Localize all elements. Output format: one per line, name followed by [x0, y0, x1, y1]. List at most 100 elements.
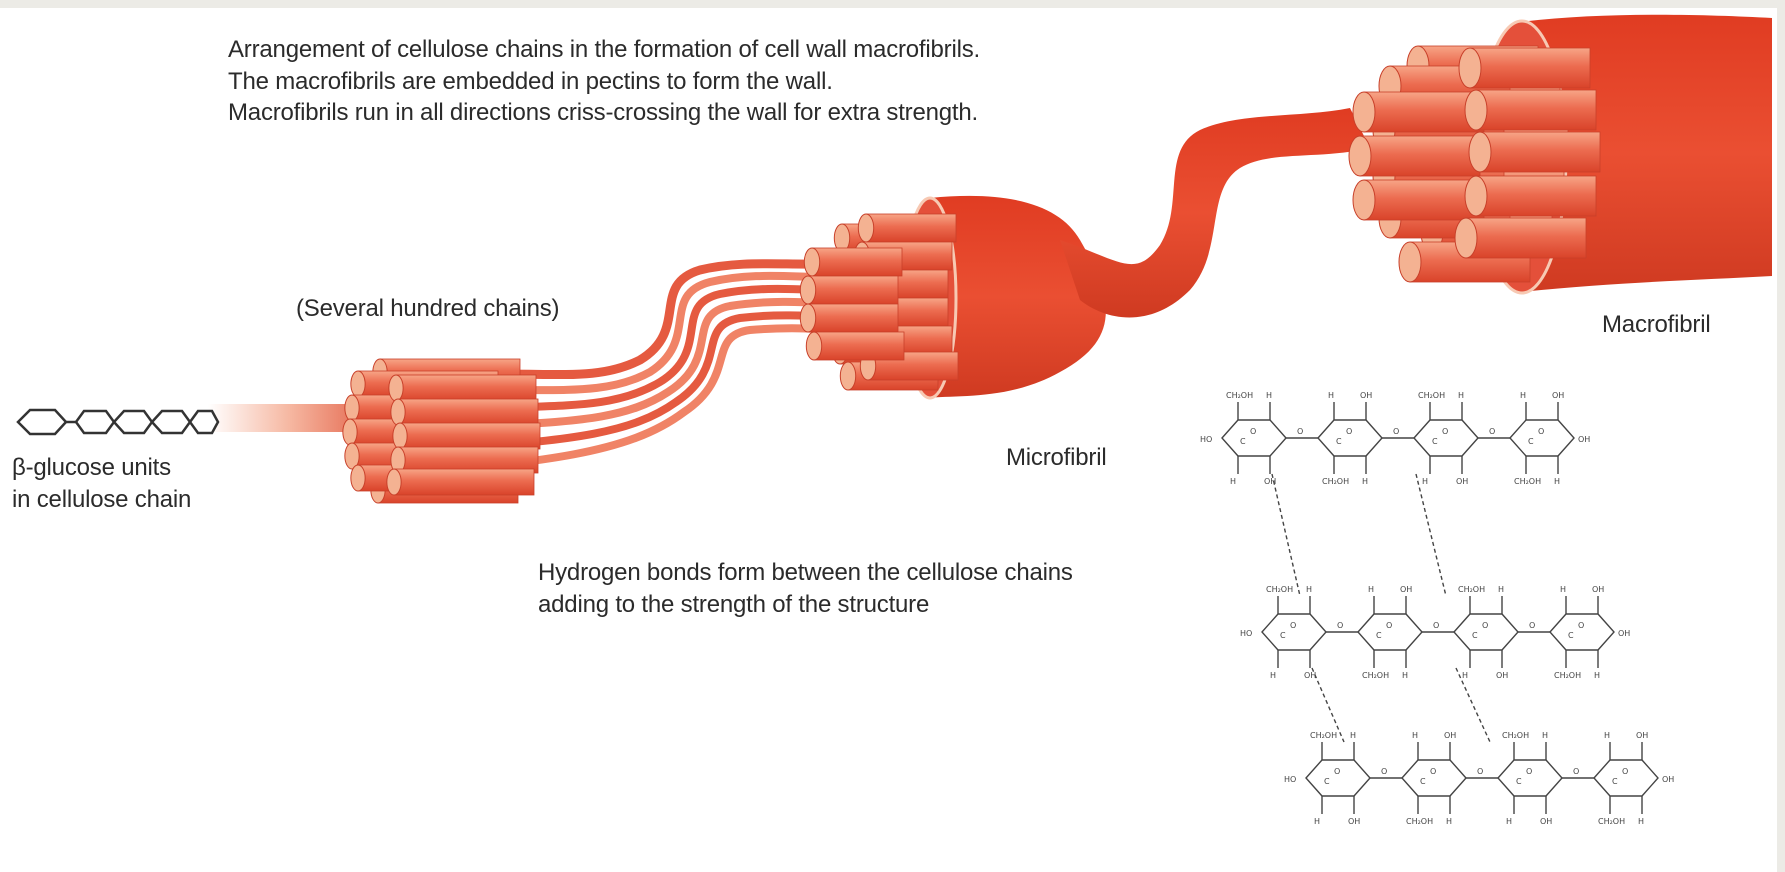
chem-atom-label: H [1422, 477, 1428, 486]
chem-atom-label: H [1402, 671, 1408, 680]
glucose-ring [1454, 614, 1518, 650]
chem-atom-label: O [1290, 621, 1296, 630]
microfibril-rods [800, 214, 958, 390]
chem-atom-label: CH₂OH [1362, 671, 1389, 680]
glucose-ring [1510, 420, 1574, 456]
chem-atom-label: OH [1578, 435, 1590, 444]
chem-atom-label: C [1240, 437, 1246, 446]
chem-atom-label: CH₂OH [1514, 477, 1541, 486]
chem-atom-label: O [1477, 767, 1483, 776]
chem-atom-label: OH [1552, 391, 1564, 400]
chem-atom-label: O [1334, 767, 1340, 776]
chem-atom-label: C [1336, 437, 1342, 446]
chem-atom-label: C [1432, 437, 1438, 446]
macrofibril-label: Macrofibril [1602, 309, 1710, 341]
chem-atom-label: O [1578, 621, 1584, 630]
chem-atom-label: OH [1348, 817, 1360, 826]
macrofibril-rod [1349, 136, 1480, 176]
chem-atom-label: C [1516, 777, 1522, 786]
chem-atom-label: C [1528, 437, 1534, 446]
chem-atom-label: HO [1284, 775, 1296, 784]
glucose-ring [1414, 420, 1478, 456]
microfibril-label: Microfibril [1006, 442, 1106, 474]
chem-atom-label: H [1266, 391, 1272, 400]
glucose-ring [1318, 420, 1382, 456]
chem-atom-label: OH [1444, 731, 1456, 740]
chem-atom-label: OH [1662, 775, 1674, 784]
chem-atom-label: O [1297, 427, 1303, 436]
chem-atom-label: O [1250, 427, 1256, 436]
chem-atom-label: H [1554, 477, 1560, 486]
macrofibril-rod [1465, 176, 1596, 216]
microfibril-strand [1060, 108, 1370, 318]
hydrogen-bond-line-2: adding to the strength of the structure [538, 589, 1073, 621]
glucose-label-line-1: β-glucose units [12, 452, 191, 484]
chem-atom-label: O [1622, 767, 1628, 776]
chem-atom-label: H [1458, 391, 1464, 400]
chem-atom-label: OH [1304, 671, 1316, 680]
chem-atom-label: O [1489, 427, 1495, 436]
glucose-ring [1402, 760, 1466, 796]
macrofibril-rods [1349, 46, 1600, 282]
chem-atom-label: C [1472, 631, 1478, 640]
chem-atom-label: C [1376, 631, 1382, 640]
chem-atom-label: CH₂OH [1310, 731, 1337, 740]
chem-atom-label: OH [1540, 817, 1552, 826]
glucose-ring [1306, 760, 1370, 796]
macrofibril-rod [1455, 218, 1586, 258]
glucose-ring [1358, 614, 1422, 650]
chem-atom-label: H [1368, 585, 1374, 594]
several-chains-label: (Several hundred chains) [296, 293, 559, 325]
chem-atom-label: O [1393, 427, 1399, 436]
chem-atom-label: CH₂OH [1322, 477, 1349, 486]
chem-atom-label: CH₂OH [1406, 817, 1433, 826]
chem-atom-label: H [1520, 391, 1526, 400]
chem-atom-label: H [1230, 477, 1236, 486]
chem-atom-label: OH [1618, 629, 1630, 638]
caption-text: Arrangement of cellulose chains in the f… [228, 34, 980, 129]
glucose-ring [1262, 614, 1326, 650]
caption-line-1: Arrangement of cellulose chains in the f… [228, 34, 980, 66]
chem-atom-label: H [1412, 731, 1418, 740]
macrofibril-rod [1469, 132, 1600, 172]
chain-rod [391, 399, 538, 425]
chem-atom-label: H [1270, 671, 1276, 680]
chem-atom-label: O [1433, 621, 1439, 630]
macrofibril-rod [1353, 92, 1484, 132]
chem-atom-label: O [1381, 767, 1387, 776]
chem-atom-label: O [1482, 621, 1488, 630]
chain-rod [389, 375, 536, 401]
chem-atom-label: O [1346, 427, 1352, 436]
glucose-ring [1550, 614, 1614, 650]
microfibril-rod [806, 332, 904, 360]
microfibril-rod [858, 214, 956, 242]
chem-atom-label: H [1604, 731, 1610, 740]
chem-atom-label: H [1446, 817, 1452, 826]
chem-atom-label: O [1430, 767, 1436, 776]
chem-atom-label: H [1350, 731, 1356, 740]
chem-atom-label: OH [1400, 585, 1412, 594]
chem-atom-label: H [1498, 585, 1504, 594]
chem-atom-label: CH₂OH [1458, 585, 1485, 594]
caption-line-3: Macrofibrils run in all directions criss… [228, 97, 980, 129]
chem-atom-label: O [1538, 427, 1544, 436]
microfibril-rod [800, 276, 898, 304]
chem-atom-label: OH [1636, 731, 1648, 740]
chem-atom-label: H [1638, 817, 1644, 826]
chem-atom-label: O [1337, 621, 1343, 630]
chem-atom-label: H [1462, 671, 1468, 680]
hydrogen-bond-line [1416, 474, 1446, 596]
chem-atom-label: CH₂OH [1598, 817, 1625, 826]
chem-atom-label: CH₂OH [1226, 391, 1253, 400]
chem-atom-label: C [1280, 631, 1286, 640]
glucose-ring [1594, 760, 1658, 796]
caption-line-2: The macrofibrils are embedded in pectins… [228, 66, 980, 98]
beta-glucose-chain-icon [18, 410, 218, 434]
chem-atom-label: C [1612, 777, 1618, 786]
macrofibril-rod [1465, 90, 1596, 130]
chem-atom-label: O [1529, 621, 1535, 630]
microfibril-rod [804, 248, 902, 276]
chem-atom-label: O [1442, 427, 1448, 436]
